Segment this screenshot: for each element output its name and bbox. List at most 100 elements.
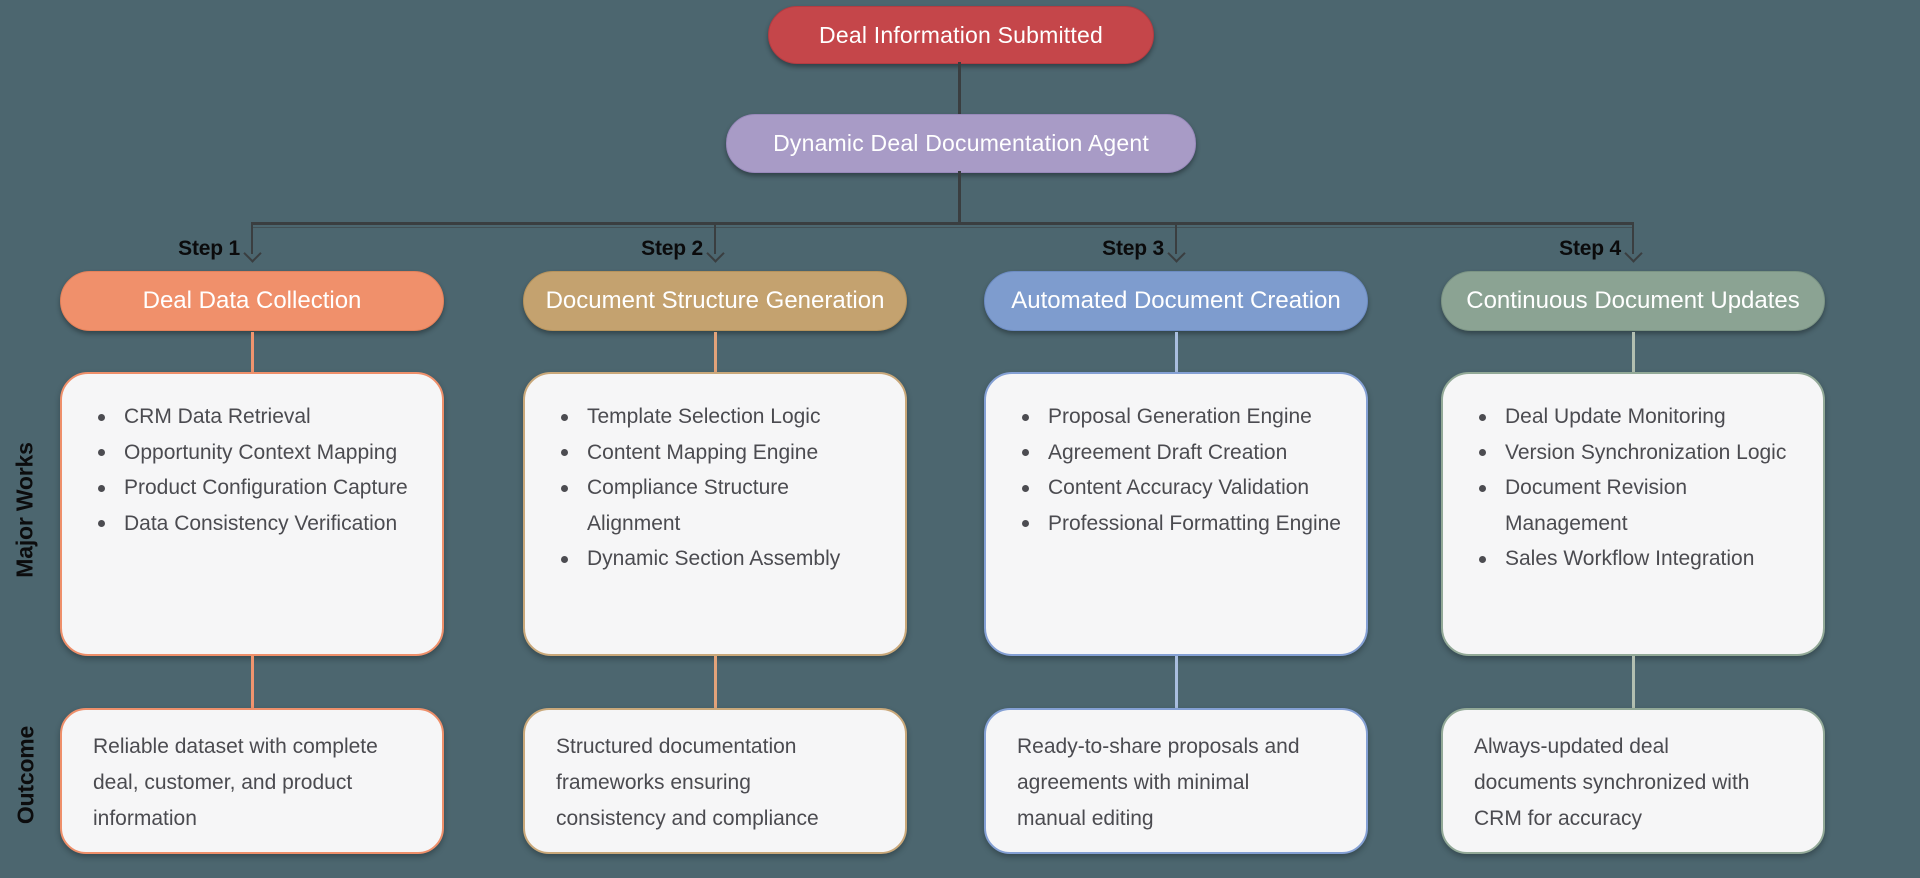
step-title-label: Deal Data Collection	[142, 287, 362, 314]
outcome-text-line: frameworks ensuring	[556, 771, 751, 794]
work-item-line: Management	[1505, 511, 1628, 535]
step-title-label: Automated Document Creation	[1011, 287, 1341, 314]
outcome-text-line: agreements with minimal	[1017, 771, 1250, 794]
outcome-text-line: Structured documentation	[556, 735, 797, 758]
work-item: Product Configuration Capture	[98, 470, 418, 506]
work-item: Proposal Generation Engine	[1022, 399, 1342, 435]
step-label-2: Step 2	[641, 237, 703, 260]
outcome-text-line: manual editing	[1017, 807, 1154, 830]
work-item: Agreement Draft Creation	[1022, 435, 1342, 471]
work-item-line: Sales Workflow Integration	[1505, 547, 1755, 570]
work-item: Version Synchronization Logic	[1479, 435, 1799, 471]
outcome-text-line: deal, customer, and product	[93, 771, 353, 794]
outcome-text-line: Always-updated deal	[1474, 735, 1669, 758]
work-item: CRM Data Retrieval	[98, 399, 418, 435]
agent-node-label: Dynamic Deal Documentation Agent	[773, 130, 1149, 156]
step-column-4: Step 4 Continuous Document Updates Deal …	[1441, 0, 1825, 878]
work-item: Opportunity Context Mapping	[98, 435, 418, 471]
outcome-text-line: documents synchronized with	[1474, 771, 1750, 794]
outcome-box-3: Ready-to-share proposals and agreements …	[984, 708, 1368, 854]
step-label-4: Step 4	[1559, 237, 1621, 260]
step-column-1: Step 1 Deal Data Collection CRM Data Ret…	[60, 0, 444, 878]
work-item-line: Content Accuracy Validation	[1048, 476, 1310, 499]
work-item-line: Opportunity Context Mapping	[124, 440, 398, 464]
outcome-text-line: Reliable dataset with complete	[93, 735, 378, 758]
arrow-down-icon	[242, 244, 262, 263]
step-label-1: Step 1	[178, 237, 240, 260]
work-item-line: Dynamic Section Assembly	[587, 547, 841, 570]
step-column-2: Step 2 Document Structure Generation Tem…	[523, 0, 907, 878]
work-item-line: Compliance Structure	[587, 476, 789, 499]
outcome-text-line: CRM for accuracy	[1474, 807, 1643, 830]
works-box-1: CRM Data Retrieval Opportunity Context M…	[60, 372, 444, 656]
work-item-line: Template Selection Logic	[587, 405, 821, 428]
work-item-line: Alignment	[587, 511, 681, 535]
trunk-line	[251, 222, 1634, 225]
work-item: Content Accuracy Validation	[1022, 470, 1342, 506]
connector-pill-box	[1174, 332, 1178, 372]
connector-pill-box	[1631, 332, 1635, 372]
outcome-text-line: Ready-to-share proposals and	[1017, 735, 1300, 758]
work-item: Template Selection Logic	[561, 399, 881, 435]
works-list: Template Selection Logic Content Mapping…	[525, 374, 905, 577]
connector-box-outcome	[1174, 656, 1178, 708]
step-label-3: Step 3	[1102, 237, 1164, 260]
works-list: CRM Data Retrieval Opportunity Context M…	[62, 374, 442, 541]
work-item: Data Consistency Verification	[98, 506, 418, 542]
connector-pill-box	[713, 332, 717, 372]
work-item: Professional Formatting Engine	[1022, 506, 1342, 542]
outcome-box-4: Always-updated deal documents synchroniz…	[1441, 708, 1825, 854]
works-list: Proposal Generation Engine Agreement Dra…	[986, 374, 1366, 541]
work-item-line: Version Synchronization Logic	[1505, 440, 1787, 464]
work-item: Sales Workflow Integration	[1479, 541, 1799, 577]
work-item-line: Agreement Draft Creation	[1048, 440, 1288, 464]
arrow-down-icon	[1166, 244, 1186, 263]
step-column-3: Step 3 Automated Document Creation Propo…	[984, 0, 1368, 878]
works-box-3: Proposal Generation Engine Agreement Dra…	[984, 372, 1368, 656]
outcome-text-line: consistency and compliance	[556, 807, 819, 830]
work-item-line: Product Configuration Capture	[124, 476, 408, 499]
step-title-label: Continuous Document Updates	[1466, 287, 1800, 314]
step-title-pill-1: Deal Data Collection	[60, 271, 444, 331]
work-item-line: Proposal Generation Engine	[1048, 405, 1312, 428]
connector-box-outcome	[713, 656, 717, 708]
outcome-text-line: information	[93, 807, 197, 830]
work-item-line: Data Consistency Verification	[124, 511, 398, 535]
connector-pill-box	[250, 332, 254, 372]
works-box-2: Template Selection Logic Content Mapping…	[523, 372, 907, 656]
row-label-major-works: Major Works	[11, 442, 38, 578]
branch-line	[1631, 222, 1635, 254]
connector-agent-trunk	[958, 171, 961, 223]
branch-line	[1174, 222, 1178, 254]
root-node-label: Deal Information Submitted	[819, 21, 1103, 48]
arrow-down-icon	[1623, 244, 1643, 263]
connector-box-outcome	[250, 656, 254, 708]
trunk-line-echo	[251, 226, 1634, 228]
work-item-line: Document Revision	[1505, 476, 1688, 499]
branch-line	[713, 222, 717, 254]
root-node: Deal Information Submitted	[768, 6, 1154, 64]
work-item: Content Mapping Engine	[561, 435, 881, 471]
outcome-box-2: Structured documentation frameworks ensu…	[523, 708, 907, 854]
connector-box-outcome	[1631, 656, 1635, 708]
work-item-line: Deal Update Monitoring	[1505, 405, 1726, 428]
arrow-down-icon	[705, 244, 725, 263]
work-item-line: Content Mapping Engine	[587, 440, 819, 464]
connector-root-agent	[958, 62, 961, 114]
work-item-line: Professional Formatting Engine	[1048, 511, 1341, 535]
step-title-pill-2: Document Structure Generation	[523, 271, 907, 331]
step-title-pill-3: Automated Document Creation	[984, 271, 1368, 331]
works-box-4: Deal Update Monitoring Version Synchroni…	[1441, 372, 1825, 656]
works-list: Deal Update Monitoring Version Synchroni…	[1443, 374, 1823, 577]
agent-node: Dynamic Deal Documentation Agent	[726, 114, 1196, 173]
row-label-outcome: Outcome	[12, 725, 39, 825]
work-item-line: CRM Data Retrieval	[124, 405, 311, 428]
step-title-pill-4: Continuous Document Updates	[1441, 271, 1825, 331]
work-item: Dynamic Section Assembly	[561, 541, 881, 577]
step-title-label: Document Structure Generation	[545, 287, 885, 314]
work-item: Deal Update Monitoring	[1479, 399, 1799, 435]
branch-line	[250, 222, 254, 254]
